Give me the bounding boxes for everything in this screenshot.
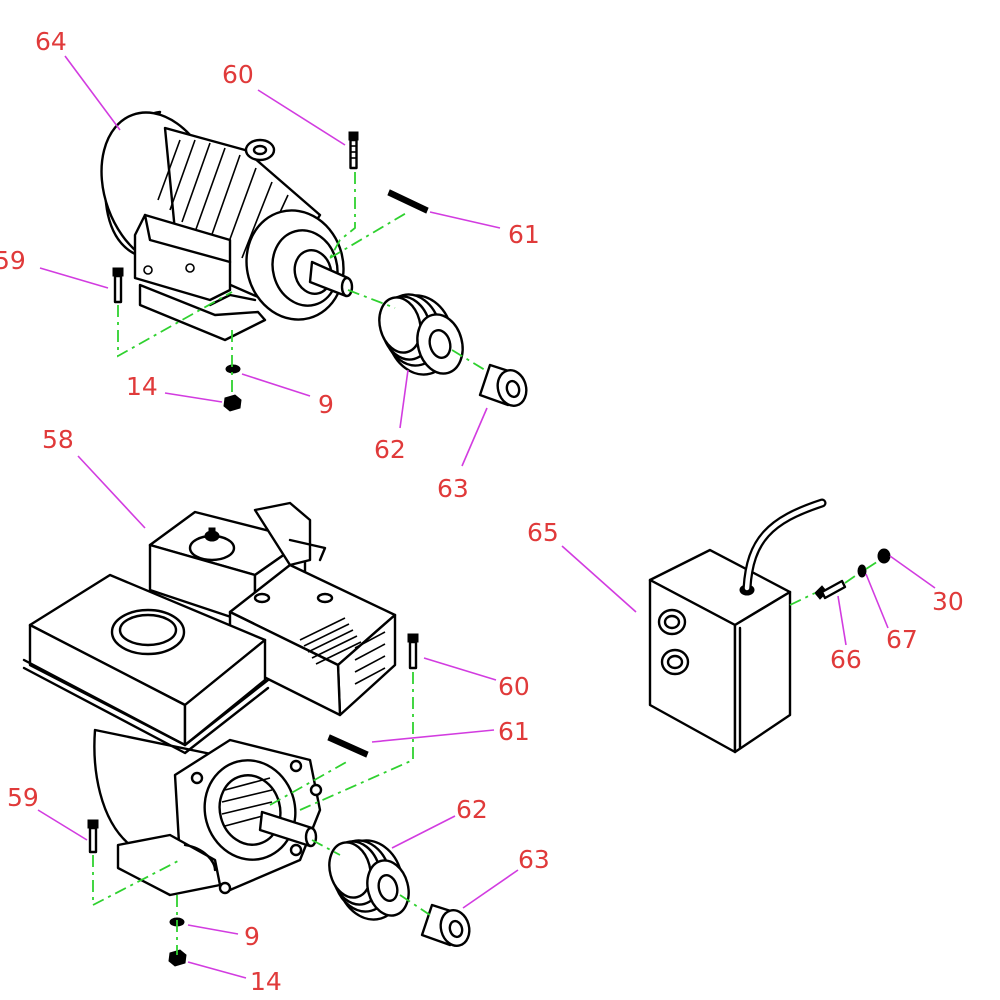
label-59-lower: 59 <box>7 783 39 812</box>
gasoline-engine-58 <box>22 501 397 897</box>
label-67: 67 <box>886 625 918 654</box>
label-61-upper: 61 <box>508 220 540 249</box>
washer-9-upper <box>225 364 241 374</box>
label-62-upper: 62 <box>374 435 406 464</box>
part-labels: 64 60 61 59 14 9 62 63 58 65 30 67 66 60… <box>0 27 964 996</box>
electric-motor-64 <box>100 110 354 342</box>
leader-lines <box>37 55 936 979</box>
label-30: 30 <box>932 587 964 616</box>
nut-14-upper <box>223 394 242 412</box>
label-64: 64 <box>35 27 67 56</box>
key-61-lower <box>327 734 369 758</box>
label-14-upper: 14 <box>126 372 158 401</box>
label-65: 65 <box>527 518 559 547</box>
label-61-lower: 61 <box>498 717 530 746</box>
label-58: 58 <box>42 425 74 454</box>
label-60-upper: 60 <box>222 60 254 89</box>
sleeve-63-lower <box>420 903 471 947</box>
assembly-line-control-box <box>789 559 881 606</box>
label-63-lower: 63 <box>518 845 550 874</box>
nut-14-lower <box>168 949 187 967</box>
sleeve-63-upper <box>478 363 528 407</box>
assembly-lines-lower <box>92 672 431 955</box>
control-box-65 <box>648 498 827 754</box>
label-63-upper: 63 <box>437 474 469 503</box>
bolt-60-lower <box>407 633 419 670</box>
bolt-60-upper <box>348 131 359 170</box>
label-62-lower: 62 <box>456 795 488 824</box>
label-60-lower: 60 <box>498 672 530 701</box>
label-9-lower: 9 <box>244 922 260 951</box>
bolt-59-lower <box>87 819 99 854</box>
bolt-59-upper <box>112 267 124 304</box>
pulley-62-lower <box>328 839 410 921</box>
nut-30 <box>877 548 891 564</box>
pulley-62-upper <box>378 293 464 376</box>
label-66: 66 <box>830 645 862 674</box>
washer-67 <box>857 564 867 578</box>
screw-66 <box>814 579 847 600</box>
assembly-lines-upper <box>117 172 486 395</box>
label-59-upper: 59 <box>0 246 26 275</box>
label-14-lower: 14 <box>250 967 282 996</box>
label-9-upper: 9 <box>318 390 334 419</box>
key-61-upper <box>387 189 429 214</box>
